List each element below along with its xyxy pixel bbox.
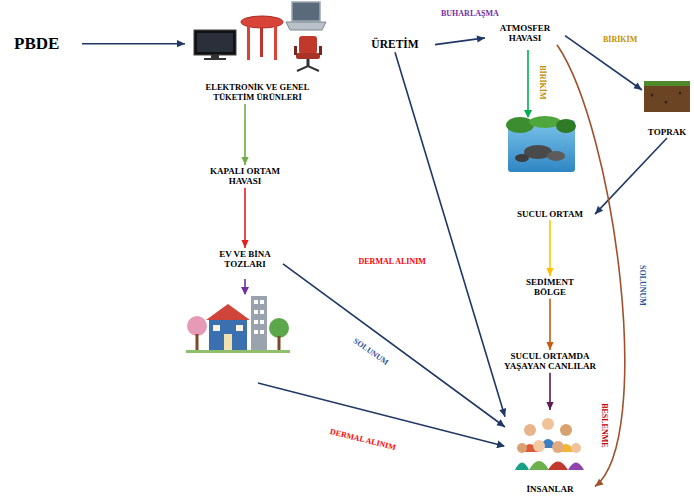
text-node: EV VE BİNA TOZLARI xyxy=(207,248,283,271)
flow-arrow xyxy=(82,40,185,47)
flow-arrow xyxy=(546,373,553,410)
node-label: İNSANLAR xyxy=(507,484,593,494)
flow-arrow xyxy=(241,188,248,248)
dermal-arrow xyxy=(258,383,504,446)
arrow-head xyxy=(546,342,553,350)
edge-label: SOLUNUM xyxy=(350,336,390,368)
edge-label: BUHARLAŞMA xyxy=(440,10,500,19)
chair-icon xyxy=(294,36,322,71)
text-node: SUCUL ORTAMDA YAŞAYAN CANLILAR xyxy=(502,350,598,373)
flow-arrow xyxy=(546,299,553,350)
text-node: ATMOSFER HAVASI xyxy=(485,22,565,45)
connector-line xyxy=(283,264,505,427)
people-picture xyxy=(515,418,584,470)
arrow-head xyxy=(477,35,485,42)
arrow-head xyxy=(496,419,505,427)
table-icon xyxy=(241,16,283,60)
deposition-label: BİRİKİM xyxy=(537,64,546,100)
text-node: SUCUL ORTAM xyxy=(505,208,595,220)
flow-arrow xyxy=(546,220,553,276)
arrow-head xyxy=(241,157,248,165)
node-label: ELEKTRONİK VE GENEL TÜKETİM ÜRÜNLERİ xyxy=(187,83,328,103)
node-label: PBDE xyxy=(14,34,80,54)
connector-line xyxy=(595,138,667,214)
node-label: SUCUL ORTAM xyxy=(507,209,593,219)
node-label: SUCUL ORTAMDA YAŞAYAN CANLILAR xyxy=(504,351,596,372)
arrow-head xyxy=(177,40,185,47)
soil-icon xyxy=(644,81,690,112)
flow-arrow xyxy=(435,35,485,44)
text-node: PBDE xyxy=(12,33,82,55)
connector-line xyxy=(549,220,551,276)
node-label: EV VE BİNA TOZLARI xyxy=(209,249,281,270)
edge-label: BİRİKİM xyxy=(602,36,638,45)
flow-arrow xyxy=(557,45,625,487)
node-label: ÜRETİM xyxy=(357,38,433,51)
arrow-head xyxy=(595,479,604,487)
connector-line xyxy=(244,188,246,248)
flow-arrow xyxy=(595,138,667,214)
connector-line xyxy=(82,43,185,45)
arrow-head xyxy=(595,206,603,214)
arrow-head xyxy=(546,268,553,276)
edge-label: SOLUNUM xyxy=(637,263,646,306)
tv-icon xyxy=(194,30,236,60)
flow-arrow xyxy=(241,104,248,165)
buildings-picture xyxy=(186,296,290,353)
arrow-head xyxy=(546,402,553,410)
flow-arrow xyxy=(283,264,505,427)
arrow-head xyxy=(633,82,642,90)
icon-node: İNSANLAR xyxy=(505,410,595,495)
node-label: ATMOSFER HAVASI xyxy=(487,23,563,44)
pathway-label: DERMAL ALINIM xyxy=(327,427,396,452)
edge-label: BESLENME xyxy=(599,402,608,448)
text-node: ÜRETİM xyxy=(355,37,435,52)
dust-arrow xyxy=(244,279,246,294)
node-label: TOPRAK xyxy=(644,127,690,137)
connector-line xyxy=(244,104,246,165)
pathway-label: DERMAL ALINIM xyxy=(358,258,427,267)
deposition-arrow xyxy=(527,50,529,117)
text-node: KAPALI ORTAM HAVASI xyxy=(200,165,290,188)
connector-line xyxy=(395,52,505,417)
arrow-head xyxy=(241,240,248,248)
connector-line xyxy=(557,45,625,487)
water-picture xyxy=(506,116,576,172)
flow-arrow xyxy=(395,52,506,417)
node-label: KAPALI ORTAM HAVASI xyxy=(202,166,288,187)
arrow-head xyxy=(499,408,506,417)
node-label: SEDİMENT BÖLGE xyxy=(514,277,586,298)
icon-node: TOPRAK xyxy=(642,78,692,138)
icon-node: ELEKTRONİK VE GENEL TÜKETİM ÜRÜNLERİ xyxy=(185,0,330,104)
text-node: SEDİMENT BÖLGE xyxy=(512,276,588,299)
laptop-icon xyxy=(286,2,326,30)
